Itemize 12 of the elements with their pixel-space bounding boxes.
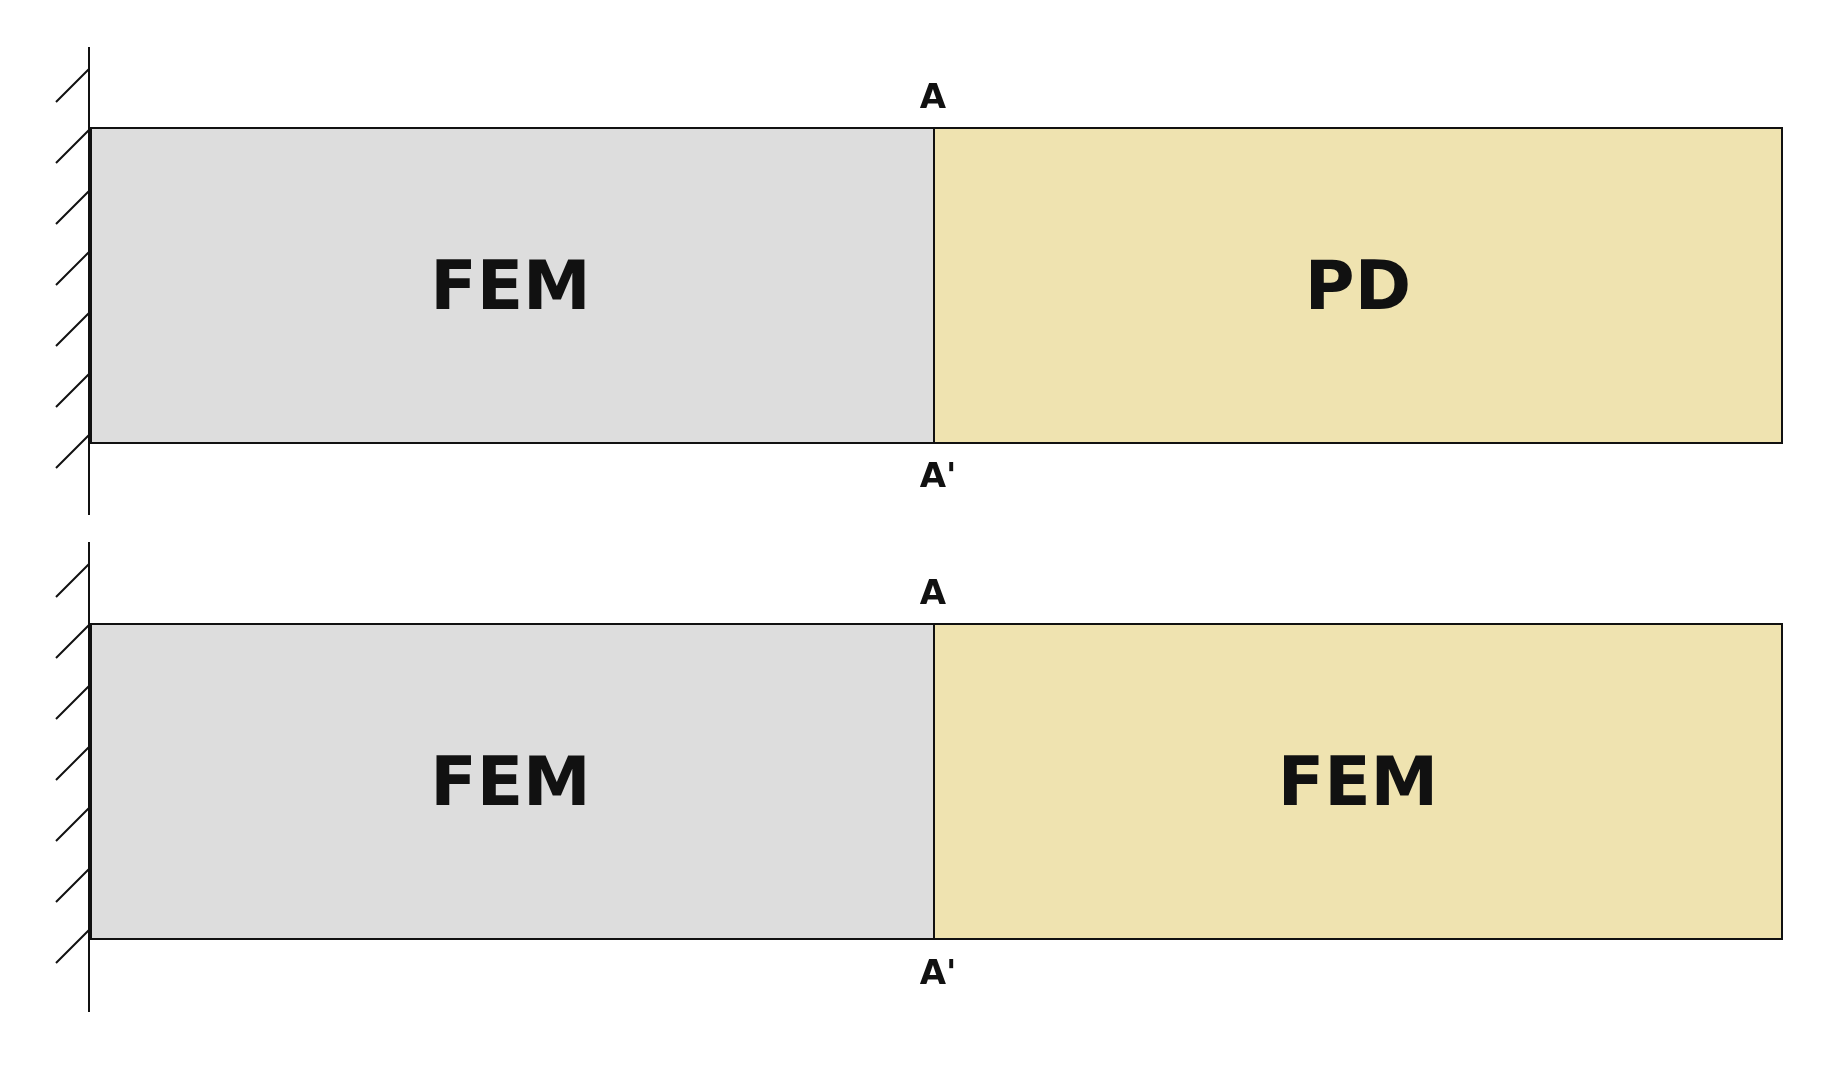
region-label: FEM — [1277, 742, 1439, 821]
region-box — [933, 127, 1783, 444]
region-label: FEM — [430, 742, 591, 821]
region-label: FEM — [430, 246, 591, 325]
region-box — [933, 623, 1783, 940]
interface-label: A — [919, 572, 947, 612]
interface-label: A' — [919, 455, 957, 495]
region-box — [90, 623, 935, 940]
interface-label: A' — [919, 952, 957, 992]
region-label: PD — [1304, 246, 1412, 325]
region-box — [90, 127, 935, 444]
interface-label: A — [919, 76, 947, 116]
